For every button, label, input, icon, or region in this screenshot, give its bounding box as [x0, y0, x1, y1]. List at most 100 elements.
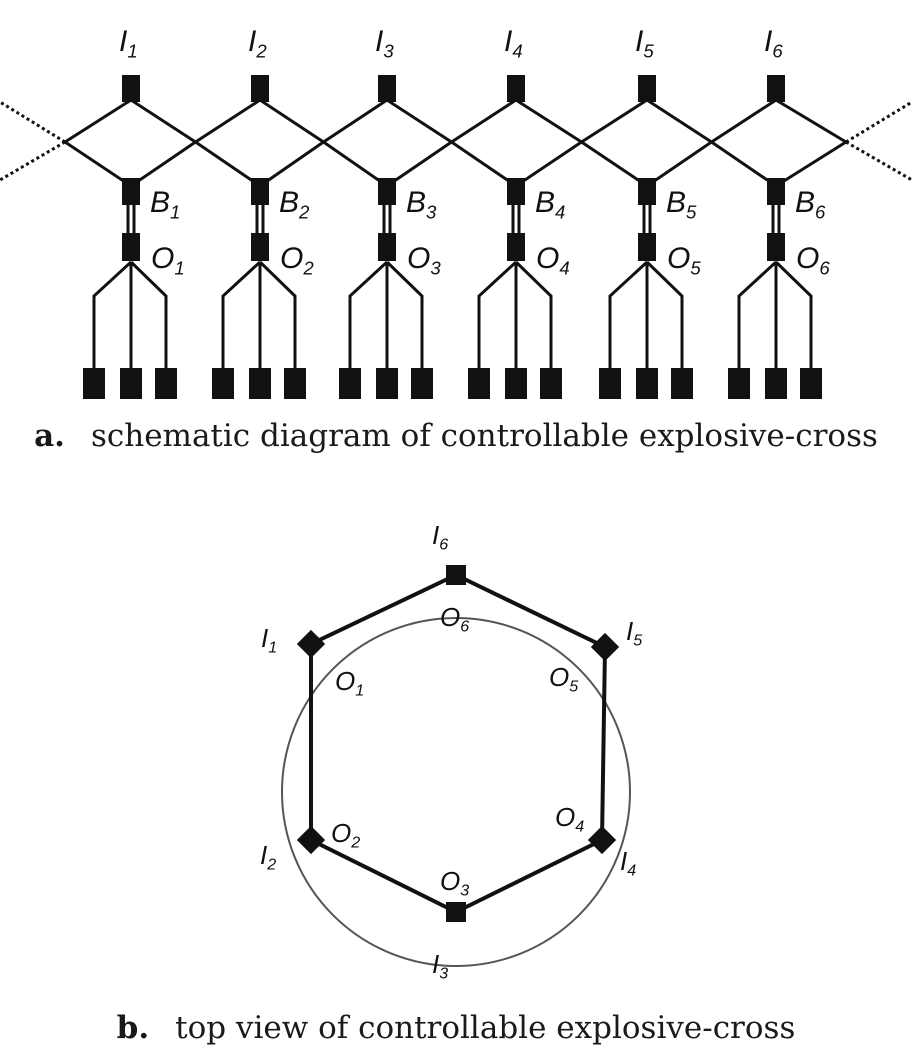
bridge-label: B6: [795, 186, 826, 223]
output-node: [767, 233, 785, 261]
bridge-node: [122, 178, 140, 205]
input-node: [378, 75, 396, 102]
input-node: [767, 75, 785, 102]
output-branch-left: [348, 260, 389, 372]
caption-a: a. schematic diagram of controllable expl…: [0, 418, 912, 454]
input-node: [251, 75, 269, 102]
hexagon-node: [446, 902, 466, 922]
node-input-label: I2: [260, 840, 276, 874]
output-node: [378, 233, 396, 261]
terminal-node: [540, 368, 562, 399]
terminal-node: [284, 368, 306, 399]
output-label: O5: [667, 242, 701, 279]
terminal-node: [120, 368, 142, 399]
bridge-label: B3: [406, 186, 437, 223]
terminal-node: [728, 368, 750, 399]
caption-b-letter: b.: [116, 1010, 150, 1046]
output-node: [122, 233, 140, 261]
hexagon-nodes: [296, 565, 620, 922]
terminal-node: [155, 368, 177, 399]
schematic-wiring: [0, 98, 912, 372]
lattice-upper-link: [194, 98, 325, 144]
node-input-label: I3: [432, 949, 448, 983]
lattice-upper-link: [64, 98, 197, 144]
bridge-node: [378, 178, 396, 205]
bridge-label: B4: [535, 186, 565, 223]
caption-b-text: top view of controllable explosive-cross: [175, 1010, 796, 1046]
input-label: I3: [375, 25, 394, 62]
bridge-node: [507, 178, 525, 205]
caption-a-text: schematic diagram of controllable explos…: [90, 418, 878, 454]
terminal-node: [800, 368, 822, 399]
hexagon-node: [296, 629, 326, 659]
input-node: [507, 75, 525, 102]
terminal-node: [212, 368, 234, 399]
bridge-node: [251, 178, 269, 205]
caption-a-letter: a.: [34, 418, 65, 454]
node-output-label: O6: [440, 602, 469, 636]
hexagon-node: [590, 632, 620, 662]
hexagon-node: [296, 825, 326, 855]
terminal-node: [599, 368, 621, 399]
terminal-node: [468, 368, 490, 399]
output-branch-left: [737, 260, 778, 372]
output-node: [638, 233, 656, 261]
node-input-label: I5: [626, 616, 642, 650]
node-output-label: O3: [440, 866, 469, 900]
input-label: I2: [248, 25, 267, 62]
output-branch-left: [608, 260, 649, 372]
output-branch-right: [258, 260, 297, 372]
output-branch-right: [774, 260, 813, 372]
terminal-node: [249, 368, 271, 399]
output-node: [251, 233, 269, 261]
lattice-upper-link: [322, 98, 453, 144]
output-node: [507, 233, 525, 261]
lattice-upper-link: [580, 98, 713, 144]
output-branch-left: [221, 260, 262, 372]
node-output-label: O4: [555, 802, 584, 836]
caption-b: b. top view of controllable explosive-cro…: [0, 1010, 912, 1046]
terminal-node: [505, 368, 527, 399]
output-label: O6: [796, 242, 830, 279]
input-node: [638, 75, 656, 102]
node-input-label: I4: [620, 846, 636, 880]
lattice-upper-link: [710, 98, 847, 144]
output-label: O3: [407, 242, 441, 279]
output-branch-right: [129, 260, 168, 372]
terminal-node: [376, 368, 398, 399]
input-label: I4: [504, 25, 523, 62]
node-output-label: O5: [549, 662, 578, 696]
bridge-label: B2: [279, 186, 310, 223]
input-label: I5: [635, 25, 654, 62]
terminal-node: [636, 368, 658, 399]
bridge-node: [767, 178, 785, 205]
outer-circle: [281, 617, 631, 967]
terminal-node: [765, 368, 787, 399]
output-label: O2: [280, 242, 314, 279]
input-label: I6: [764, 25, 783, 62]
schematic-nodes: [83, 75, 822, 399]
bridge-label: B1: [150, 186, 180, 223]
lattice-continuation-right: [845, 100, 912, 182]
output-label: O1: [151, 242, 185, 279]
terminal-node: [671, 368, 693, 399]
input-node: [122, 75, 140, 102]
bridge-label: B5: [666, 186, 697, 223]
output-label: O4: [536, 242, 570, 279]
node-input-label: I6: [432, 520, 448, 554]
hexagon-node: [587, 825, 617, 855]
terminal-node: [339, 368, 361, 399]
terminal-node: [83, 368, 105, 399]
lattice-continuation-left: [0, 100, 66, 182]
input-label: I1: [119, 25, 138, 62]
output-branch-right: [514, 260, 553, 372]
node-input-label: I1: [261, 623, 277, 657]
bridge-node: [638, 178, 656, 205]
node-output-label: O2: [331, 818, 360, 852]
hexagon-node: [446, 565, 466, 585]
output-branch-right: [645, 260, 684, 372]
